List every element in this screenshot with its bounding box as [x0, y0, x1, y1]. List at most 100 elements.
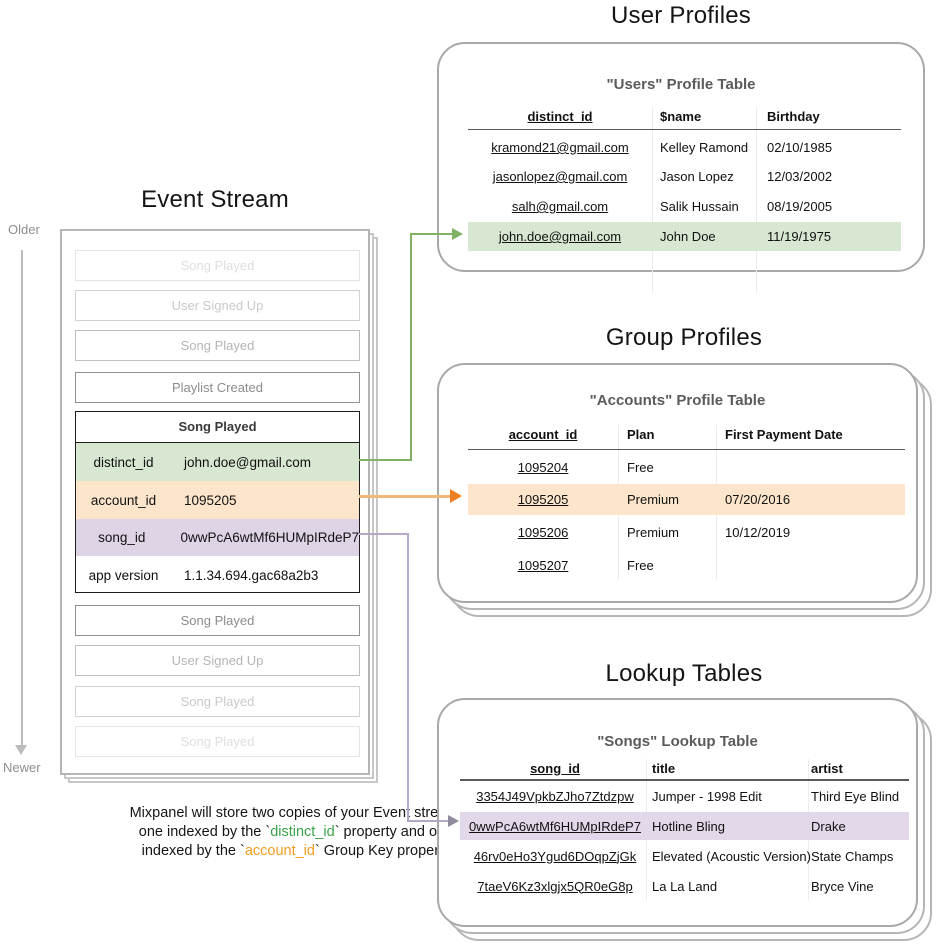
cell: salh@gmail.com	[511, 199, 609, 214]
cell: Free	[627, 460, 654, 475]
highlighted-table-row: 1095205 Premium 07/20/2016	[468, 484, 905, 515]
caption-line-1: Mixpanel will store two copies of your E…	[36, 804, 556, 823]
event-item: Song Played	[75, 726, 360, 757]
event-item: Song Played	[75, 686, 360, 717]
cell: Third Eye Blind	[811, 788, 900, 804]
cell: 1095204	[517, 460, 569, 475]
table-row: kramond21@gmail.com Kelley Ramond 02/10/…	[468, 133, 901, 162]
user-profiles-title: User Profiles	[611, 2, 751, 29]
header-rule	[468, 449, 905, 450]
cell: 12/03/2002	[767, 169, 833, 184]
cell: Drake	[811, 818, 846, 834]
accounts-table-title: "Accounts" Profile Table	[589, 392, 766, 409]
cell: 3354J49VpkbZJho7Ztdzpw	[476, 788, 634, 804]
purple-arrowhead-icon	[448, 815, 459, 827]
event-item: Song Played	[75, 250, 360, 281]
songs-lookup-card: "Songs" Lookup Table song_id title artis…	[437, 698, 918, 927]
song-id-connector	[407, 533, 409, 822]
event-property-row: distinct_id john.doe@gmail.com	[76, 443, 359, 481]
column-header: title	[652, 760, 676, 776]
event-stream-title: Event Stream	[141, 186, 289, 213]
newer-label: Newer	[3, 760, 41, 775]
cell: 1095205	[517, 492, 569, 507]
cell: La La Land	[652, 878, 718, 894]
account-id-token: account_id	[244, 843, 315, 859]
cell: john.doe@gmail.com	[498, 229, 622, 244]
event-property-row: app version 1.1.34.694.gac68a2b3	[76, 556, 359, 594]
event-item: User Signed Up	[75, 290, 360, 321]
property-value: 0wwPcA6wtMf6HUMpIRdeP7	[180, 530, 359, 545]
accounts-profile-card: "Accounts" Profile Table account_id Plan…	[437, 363, 918, 603]
table-header-row: distinct_id $name Birthday	[468, 107, 901, 125]
lookup-tables-title: Lookup Tables	[605, 660, 763, 687]
caption-line-3: indexed by the `account_id` Group Key pr…	[36, 842, 556, 861]
cell: 08/19/2005	[767, 199, 833, 214]
older-label: Older	[8, 222, 40, 237]
users-profile-card: "Users" Profile Table distinct_id $name …	[437, 42, 925, 293]
event-item: Song Played	[75, 605, 360, 636]
caption-text: Mixpanel will store two copies of your E…	[129, 805, 463, 821]
table-row: 46rv0eHo3Ygud6DOqpZjGk Elevated (Acousti…	[460, 842, 909, 870]
column-header: song_id	[530, 760, 580, 776]
column-header: distinct_id	[527, 108, 593, 124]
cell: 1095207	[517, 558, 569, 573]
timeline-down-arrow-icon	[15, 745, 27, 755]
event-item: Playlist Created	[75, 372, 360, 403]
caption-text: one indexed by the `	[138, 824, 271, 840]
account-id-connector	[359, 495, 452, 498]
column-header: Birthday	[767, 108, 820, 124]
table-header-row: song_id title artist	[460, 759, 909, 777]
column-separator	[652, 107, 653, 293]
distinct-id-connector	[410, 233, 453, 235]
cell: John Doe	[660, 229, 716, 244]
property-key: app version	[88, 567, 159, 583]
cell: Jumper - 1998 Edit	[652, 788, 762, 804]
table-row: 7taeV6Kz3xlgjx5QR0eG8p La La Land Bryce …	[460, 872, 909, 900]
song-id-connector	[359, 533, 409, 535]
caption-text: ` Group Key property	[314, 843, 451, 859]
caption-text: ` property and one	[334, 824, 454, 840]
property-key: song_id	[98, 530, 146, 545]
focused-event-title: Song Played	[76, 412, 359, 443]
table-row: salh@gmail.com Salik Hussain 08/19/2005	[468, 192, 901, 221]
table-row: jasonlopez@gmail.com Jason Lopez 12/03/2…	[468, 162, 901, 191]
song-id-connector	[407, 820, 450, 822]
event-stream-box: Song Played User Signed Up Song Played P…	[60, 229, 370, 775]
table-row: 1095206 Premium 10/12/2019	[468, 518, 905, 547]
cell: 10/12/2019	[725, 525, 791, 540]
cell: 1095206	[517, 525, 569, 540]
group-profiles-title: Group Profiles	[605, 324, 763, 351]
cell: 07/20/2016	[725, 492, 791, 507]
timeline-line	[21, 250, 23, 745]
users-table-title: "Users" Profile Table	[606, 76, 756, 93]
green-arrowhead-icon	[452, 228, 463, 240]
column-header: Plan	[627, 426, 655, 442]
cell: Premium	[627, 525, 680, 540]
cell: Jason Lopez	[660, 169, 734, 184]
cell: Premium	[627, 492, 680, 507]
cell: 46rv0eHo3Ygud6DOqpZjGk	[473, 848, 637, 864]
orange-arrowhead-icon	[450, 489, 462, 503]
property-value: 1.1.34.694.gac68a2b3	[184, 567, 319, 583]
event-property-row: account_id 1095205	[76, 481, 359, 519]
property-key: account_id	[90, 492, 157, 508]
event-item: User Signed Up	[75, 645, 360, 676]
cell: Kelley Ramond	[660, 140, 749, 155]
highlighted-table-row: john.doe@gmail.com John Doe 11/19/1975	[468, 222, 901, 251]
cell: kramond21@gmail.com	[491, 140, 629, 155]
cell: Bryce Vine	[811, 878, 874, 894]
column-header: $name	[660, 108, 702, 124]
distinct-id-connector	[359, 459, 412, 461]
event-property-row: song_id 0wwPcA6wtMf6HUMpIRdeP7	[76, 519, 359, 556]
cell: 0wwPcA6wtMf6HUMpIRdeP7	[469, 818, 641, 834]
cell: Salik Hussain	[660, 199, 739, 214]
cell: Hotline Bling	[652, 818, 725, 834]
column-separator	[756, 107, 757, 293]
footnote-caption: Mixpanel will store two copies of your E…	[36, 804, 556, 861]
property-value: 1095205	[184, 492, 237, 508]
property-key: distinct_id	[93, 454, 154, 470]
table-row: 1095207 Free	[468, 551, 905, 580]
column-header: First Payment Date	[725, 426, 843, 442]
distinct-id-token: distinct_id	[270, 824, 335, 840]
focused-event-card: Song Played distinct_id john.doe@gmail.c…	[75, 411, 360, 593]
